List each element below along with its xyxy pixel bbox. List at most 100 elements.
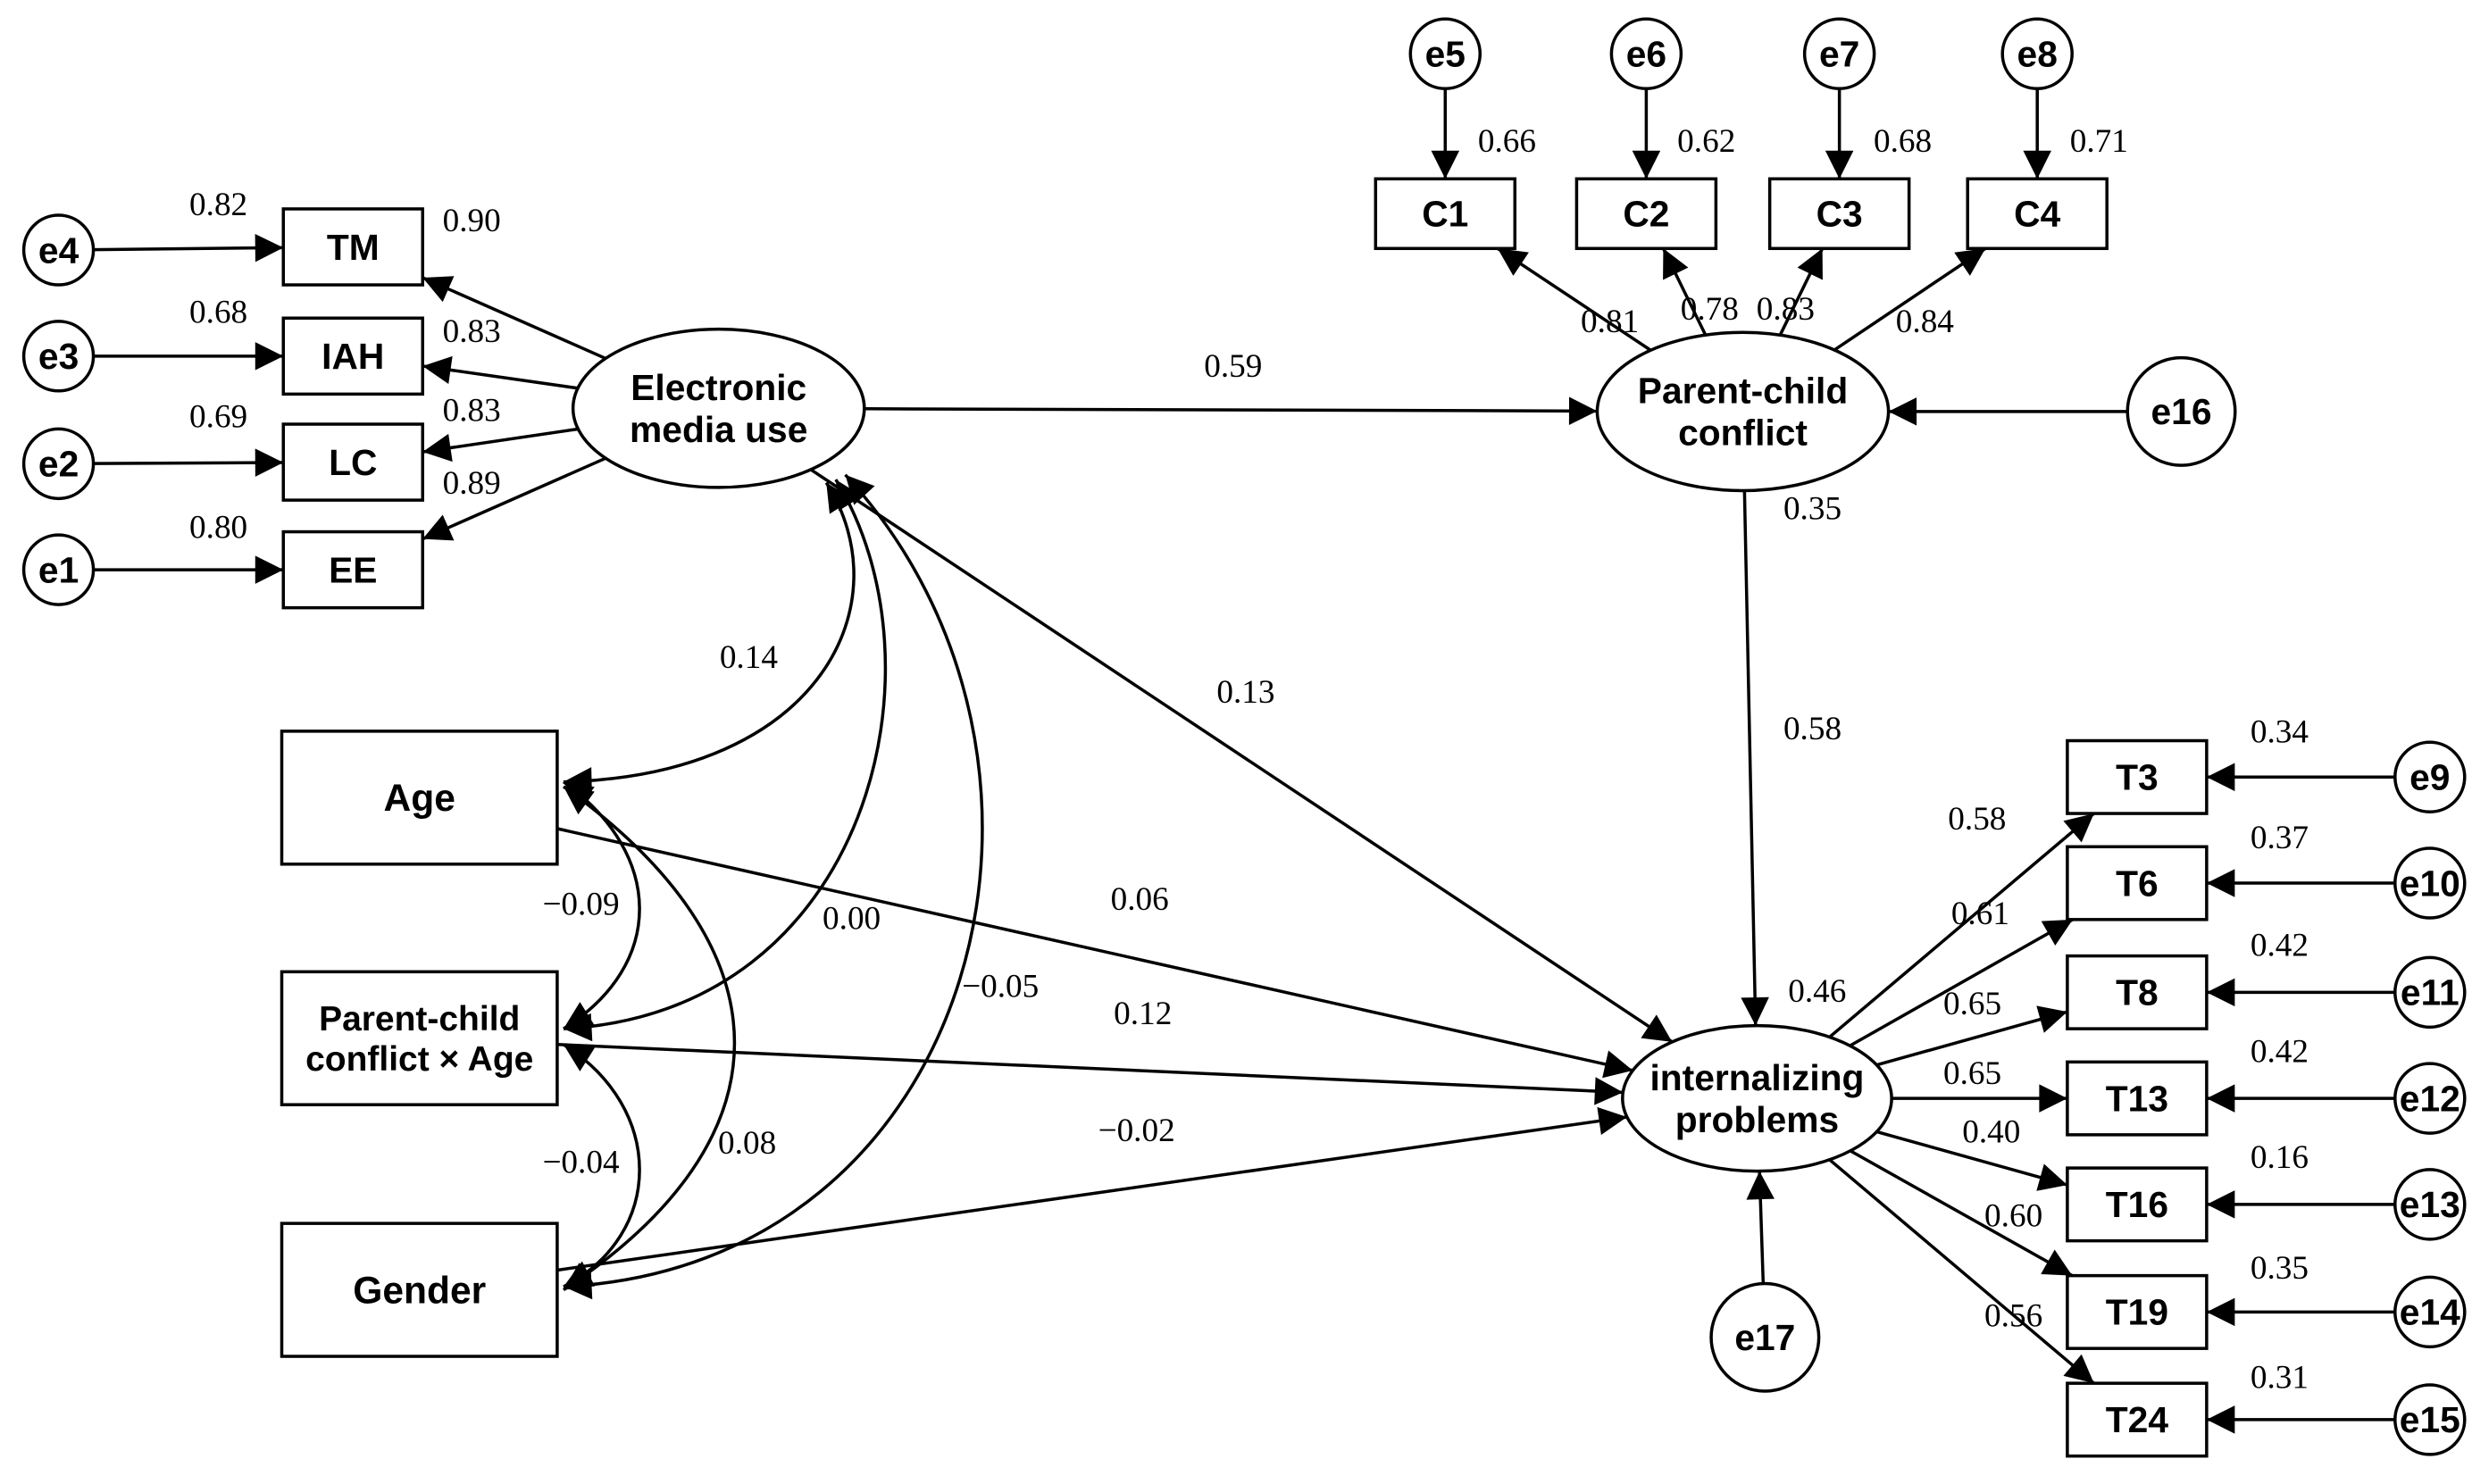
coefficient-label: 0.90 (443, 203, 501, 239)
node-rect (1966, 177, 2109, 251)
node-label: e3 (38, 336, 79, 377)
node-rect (281, 207, 425, 287)
node-e1: e1 (21, 533, 96, 606)
path-int-to-t6 (1849, 918, 2074, 1047)
node-t24: T24 (2066, 1381, 2209, 1458)
node-label: e5 (1425, 34, 1466, 75)
node-label: C1 (1422, 194, 1468, 235)
node-label: T3 (2116, 757, 2159, 798)
node-label: e7 (1819, 34, 1859, 75)
node-t6: T6 (2066, 845, 2209, 921)
coefficient-label: 0.83 (443, 392, 501, 429)
node-tm: TM (281, 207, 425, 287)
node-rect (1374, 177, 1517, 251)
node-rect (2066, 1166, 2209, 1243)
node-label: e15 (2400, 1399, 2460, 1440)
node-e9: e9 (2393, 740, 2467, 814)
node-label: C4 (2014, 194, 2060, 235)
node-rect (2066, 1273, 2209, 1350)
node-t3: T3 (2066, 738, 2209, 815)
node-label: e16 (2151, 391, 2212, 432)
coefficient-label: 0.12 (1114, 996, 1172, 1032)
coefficient-label: 0.35 (2251, 1250, 2309, 1287)
covariance-emu-pccxage (563, 479, 888, 1042)
node-rect (1767, 177, 1911, 251)
coefficient-label: 0.68 (189, 295, 247, 331)
coefficient-label: 0.58 (1783, 711, 1841, 747)
node-label: e17 (1734, 1317, 1795, 1358)
node-t8: T8 (2066, 954, 2209, 1030)
coefficient-label: 0.37 (2251, 820, 2309, 856)
node-rect (281, 316, 425, 396)
node-label: T8 (2116, 972, 2159, 1013)
path-pcc-to-c1 (1496, 246, 1652, 352)
coefficient-label: 0.82 (189, 187, 247, 223)
node-e3: e3 (21, 320, 96, 393)
edges-layer (93, 88, 2395, 1434)
coefficient-label: 0.13 (1216, 674, 1274, 711)
node-label: problems (1675, 1099, 1839, 1140)
node-c1: C1 (1374, 177, 1517, 251)
node-label: Gender (353, 1269, 486, 1312)
node-ellipse (571, 327, 866, 489)
coefficient-label: 0.80 (189, 510, 247, 546)
node-circle (1609, 17, 1683, 91)
covariance-age-gender (562, 785, 736, 1292)
path-emu-to-tm (422, 276, 606, 361)
node-ellipse (1595, 330, 1891, 493)
node-label: conflict (1678, 413, 1808, 454)
path-emu-to-lc (422, 427, 579, 463)
path-emu-to-ee (422, 456, 606, 541)
node-label: T19 (2106, 1292, 2168, 1333)
coefficient-label: 0.58 (1948, 801, 2006, 838)
node-label: Age (384, 777, 455, 820)
node-rect (281, 529, 425, 610)
node-gender: Gender (280, 1221, 559, 1358)
path-e17-to-int (1746, 1171, 1775, 1284)
node-t16: T16 (2066, 1166, 2209, 1243)
node-e2: e2 (21, 427, 96, 501)
coefficient-label: −0.09 (542, 887, 619, 923)
node-rect (280, 729, 559, 866)
node-circle (2393, 846, 2467, 920)
coefficient-label: −0.04 (542, 1144, 620, 1180)
node-label: e9 (2409, 757, 2450, 798)
node-circle (21, 320, 96, 393)
coefficient-label: −0.05 (962, 969, 1039, 1005)
coefficient-label: 0.65 (1943, 1055, 2001, 1092)
node-label: T16 (2106, 1184, 2168, 1225)
coefficient-label: 0.83 (443, 313, 501, 350)
node-e6: e6 (1609, 17, 1683, 91)
node-c2: C2 (1574, 177, 1718, 251)
node-label: Parent-child (1638, 371, 1849, 412)
coefficient-label: 0.68 (1874, 123, 1932, 160)
coefficient-label: 0.35 (1783, 490, 1841, 527)
node-label: Parent-child (319, 1000, 520, 1038)
node-rect (2066, 1381, 2209, 1458)
node-ee: EE (281, 529, 425, 610)
node-circle (2125, 355, 2237, 467)
node-label: C2 (1623, 194, 1669, 235)
node-rect (280, 970, 559, 1106)
node-rect (2066, 738, 2209, 815)
coefficient-label: 0.42 (2251, 1033, 2309, 1070)
node-e10: e10 (2393, 846, 2467, 920)
node-label: T13 (2106, 1078, 2168, 1119)
node-iah: IAH (281, 316, 425, 396)
coefficient-label: 0.08 (718, 1125, 776, 1162)
coefficient-label: 0.34 (2251, 713, 2309, 750)
node-t19: T19 (2066, 1273, 2209, 1350)
path-emu-to-pcc (864, 396, 1598, 425)
node-t13: T13 (2066, 1060, 2209, 1137)
node-circle (1802, 17, 1876, 91)
node-label: IAH (322, 336, 384, 377)
coefficient-label: 0.59 (1204, 348, 1262, 385)
coefficient-label: −0.02 (1098, 1113, 1175, 1149)
coefficient-label: 0.16 (2251, 1139, 2309, 1176)
path-int-to-t24 (1828, 1158, 2095, 1385)
node-rect (2066, 845, 2209, 921)
coefficient-label: 0.00 (823, 900, 881, 937)
coefficient-label: 0.06 (1111, 881, 1169, 918)
